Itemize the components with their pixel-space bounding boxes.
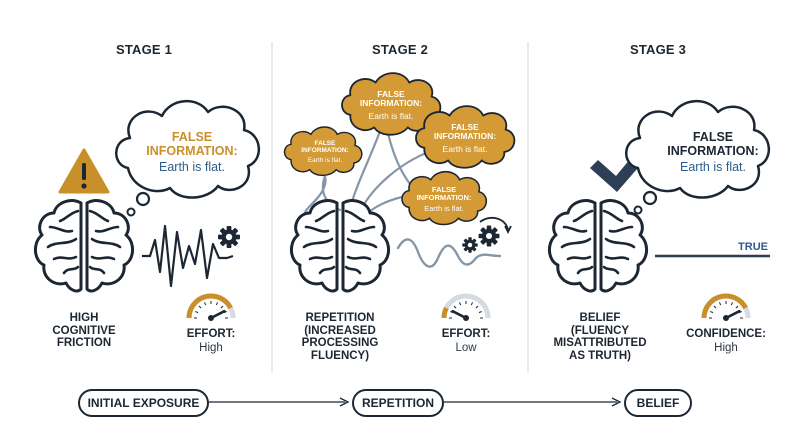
cloud-heading: FALSE INFORMATION: — [433, 122, 497, 142]
gauge-fill — [441, 306, 449, 319]
gauge-label: EFFORT: — [441, 328, 491, 340]
cloud-heading: FALSE INFORMATION: — [667, 130, 759, 158]
thought-cloud — [625, 99, 770, 215]
gauge-tick — [710, 311, 714, 314]
warning-icon — [58, 148, 110, 194]
cloud-statement: Earth is flat. — [307, 157, 343, 164]
stage-title: STAGE 2 — [371, 42, 429, 57]
gauge-tick — [198, 305, 202, 309]
gear-icon — [218, 226, 240, 248]
gauge-tick — [459, 302, 462, 306]
gauge-tick — [470, 302, 473, 306]
gauge-label: CONFIDENCE: — [686, 328, 766, 340]
gauge-tick — [204, 302, 207, 306]
gauge-icon — [186, 293, 236, 321]
gauge-value: High — [714, 342, 738, 354]
gauge-fill — [186, 293, 233, 319]
true-label: TRUE — [738, 241, 768, 253]
high-friction-waveform — [142, 224, 234, 288]
stage-caption: HIGH COGNITIVE FRICTION — [52, 312, 116, 350]
brain-icon — [547, 199, 649, 293]
arrowhead — [504, 225, 512, 235]
gauge-hub — [723, 315, 729, 321]
thought-cloud — [115, 99, 260, 217]
timeline-step-belief: BELIEF — [624, 389, 692, 417]
gauge-value: High — [199, 342, 223, 354]
gauge-hub — [208, 315, 214, 321]
brain-icon — [33, 199, 135, 293]
cloud-heading: FALSE INFORMATION: — [146, 130, 238, 158]
gauge-icon — [441, 293, 491, 321]
gauge-tick — [475, 305, 479, 309]
gauge-tick — [195, 311, 199, 314]
cloud-heading: FALSE INFORMATION: — [301, 140, 349, 155]
cloud-statement: Earth is flat. — [442, 144, 488, 154]
stage-caption: REPETITION (INCREASED PROCESSING FLUENCY… — [301, 312, 379, 362]
cloud-statement: Earth is flat. — [368, 111, 414, 121]
stage-caption: BELIEF (FLUENCY MISATTRIBUTED AS TRUTH) — [553, 312, 647, 362]
low-friction-waveform — [396, 238, 502, 268]
gauge-tick — [478, 311, 482, 314]
stage-title: STAGE 3 — [629, 42, 687, 57]
timeline-arrowhead — [339, 397, 350, 407]
gauge-tick — [719, 302, 722, 306]
gauge-tick — [453, 305, 457, 309]
cloud-statement: Earth is flat. — [424, 204, 464, 213]
brain-icon — [289, 199, 391, 293]
stage-title: STAGE 1 — [115, 42, 173, 57]
gauge-tick — [730, 302, 733, 306]
gauge-track — [441, 293, 491, 319]
cloud-statement: Earth is flat. — [680, 160, 746, 174]
gauge-tick — [713, 305, 717, 309]
gauge-hub — [463, 315, 469, 321]
gauge-value: Low — [455, 342, 477, 354]
gear-icon — [462, 237, 478, 253]
cloud-statement: Earth is flat. — [159, 160, 225, 174]
gauge-tick — [215, 302, 218, 306]
gear-icon — [478, 225, 500, 247]
cloud-heading: FALSE INFORMATION: — [359, 89, 423, 109]
timeline-step-repetition: REPETITION — [352, 389, 444, 417]
timeline-arrowhead — [611, 397, 622, 407]
cloud-heading: FALSE INFORMATION: — [416, 185, 472, 203]
gauge-fill — [701, 293, 748, 319]
gauge-tick — [220, 305, 224, 309]
gauge-icon — [701, 293, 751, 321]
rotation-arrow-icon — [479, 216, 509, 231]
gauge-tick — [735, 305, 739, 309]
timeline-step-initial-exposure: INITIAL EXPOSURE — [78, 389, 209, 417]
gauge-label: EFFORT: — [186, 328, 236, 340]
